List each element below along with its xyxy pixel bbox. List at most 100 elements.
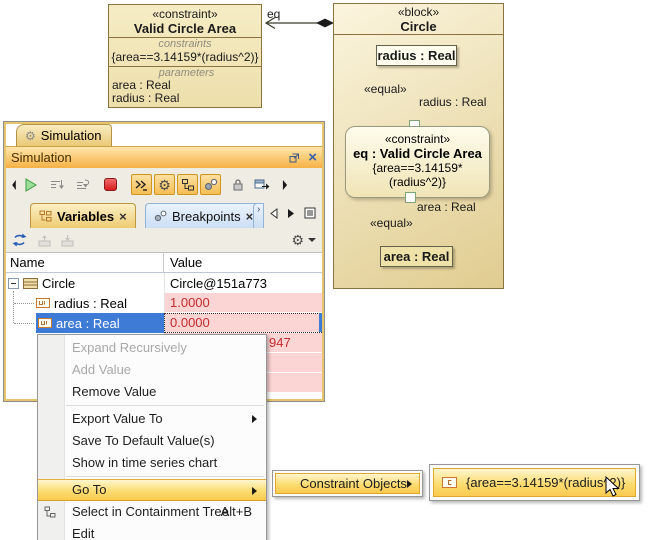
goto-submenu: Constraint Objects — [272, 470, 423, 497]
column-header-name[interactable]: Name — [4, 253, 164, 272]
part-radius[interactable]: radius : Real — [376, 45, 457, 66]
tab-variables[interactable]: Variables × — [30, 203, 136, 228]
open-in-new-window-button[interactable] — [254, 178, 270, 191]
toolbar-more-icon[interactable] — [282, 179, 288, 190]
dock-tab-simulation[interactable]: ⚙ Simulation — [16, 124, 113, 146]
stop-button[interactable] — [104, 178, 117, 191]
selected-row-highlight[interactable]: area : Real — [36, 313, 164, 333]
parameters-compartment-label: parameters — [158, 67, 215, 79]
collapse-expander-icon[interactable] — [8, 277, 19, 289]
import-values-icon — [61, 234, 74, 246]
table-row-circle[interactable]: Circle Circle@151a773 — [4, 273, 324, 293]
gear-icon: ⚙ — [25, 128, 36, 143]
part-area[interactable]: area : Real — [380, 246, 453, 267]
submenu-item-label: {area==3.14159*(radius^2)} — [466, 475, 626, 490]
tab-list-icon[interactable] — [304, 207, 316, 219]
export-values-button[interactable] — [37, 234, 52, 247]
constraint-block-valid-circle-area[interactable]: «constraint» Valid Circle Area constrain… — [108, 4, 262, 108]
value-property-icon — [38, 318, 52, 328]
constraint-object-icon — [442, 477, 457, 488]
stop-icon — [104, 178, 117, 191]
export-values-icon — [38, 234, 51, 246]
table-options-button[interactable]: ⚙ — [291, 233, 316, 247]
menu-item-label: Select in Containment Tree — [72, 504, 229, 519]
menu-separator — [66, 405, 264, 406]
scroll-tabs-right-icon[interactable] — [287, 208, 295, 219]
view-tabs-row: Variables × Breakpoints × › — [4, 201, 324, 228]
tab-partial[interactable]: › — [253, 203, 264, 228]
import-values-button[interactable] — [60, 234, 75, 247]
submenu-item-constraint-objects[interactable]: Constraint Objects — [275, 473, 420, 494]
scroll-tabs-left-icon[interactable] — [270, 207, 278, 219]
lock-button[interactable] — [232, 178, 244, 191]
float-window-icon[interactable] — [289, 153, 300, 163]
selection-edge — [319, 313, 324, 332]
tab-breakpoints-label: Breakpoints — [172, 208, 241, 224]
value-property-icon — [36, 298, 50, 308]
stereotype-label: «constraint» — [152, 7, 218, 21]
constraint-property-name: eq : Valid Circle Area — [353, 146, 482, 161]
tree-connector-line — [14, 303, 34, 304]
constraint-block-header: «constraint» Valid Circle Area — [109, 5, 261, 38]
row-value[interactable]: Circle@151a773 — [164, 273, 324, 293]
toggle-console-button[interactable] — [131, 174, 152, 195]
column-header-value[interactable]: Value — [170, 255, 203, 270]
menu-item-select-in-containment-tree[interactable]: Select in Containment Tree Alt+B — [38, 501, 266, 523]
submenu-arrow-icon — [252, 415, 257, 423]
row-value-focused[interactable]: 0.0000 — [164, 313, 324, 333]
table-row-radius[interactable]: radius : Real 1.0000 — [4, 293, 324, 313]
tab-variables-close-icon[interactable]: × — [119, 208, 127, 224]
step-into-button[interactable] — [49, 178, 66, 192]
run-button[interactable] — [24, 177, 37, 192]
simulation-titlebar[interactable]: Simulation × — [4, 146, 324, 168]
tree-connector-line — [14, 323, 34, 324]
console-icon — [135, 179, 147, 191]
submenu-item-label: Constraint Objects — [300, 476, 407, 491]
tab-scroll-buttons — [270, 207, 316, 219]
close-icon[interactable]: × — [308, 149, 317, 166]
menu-item-export-value-to[interactable]: Export Value To — [38, 408, 266, 430]
table-header: Name Value — [4, 253, 324, 273]
refresh-button[interactable] — [12, 233, 27, 247]
constraint-property-eq[interactable]: «constraint» eq : Valid Circle Area {are… — [345, 126, 490, 198]
play-icon — [25, 177, 37, 192]
menu-item-save-to-default[interactable]: Save To Default Value(s) — [72, 433, 215, 448]
toggle-breakpoints-button[interactable] — [200, 174, 221, 195]
tab-breakpoints[interactable]: Breakpoints × — [145, 203, 263, 228]
menu-item-edit[interactable]: Edit — [72, 526, 95, 540]
mouse-cursor — [605, 476, 620, 497]
submenu-item-constraint-expression[interactable]: {area==3.14159*(radius^2)} — [433, 468, 636, 497]
row-label: radius : Real — [54, 295, 127, 311]
constraint-parameter-port-area[interactable] — [405, 192, 416, 203]
stereotype-label: «constraint» — [384, 132, 451, 146]
context-menu: Expand Recursively Add Value Remove Valu… — [37, 334, 267, 540]
menu-item-add-value[interactable]: Add Value — [72, 362, 132, 377]
block-name: Valid Circle Area — [133, 21, 237, 36]
constraint-expression: {area==3.14159*(radius^2)} — [111, 50, 259, 64]
toggle-variables-button[interactable] — [177, 174, 198, 195]
menu-item-label: Go To — [72, 482, 107, 497]
equal-stereotype-bottom: «equal» — [370, 216, 413, 230]
submenu-arrow-icon — [407, 480, 412, 488]
step-over-button[interactable] — [75, 178, 92, 192]
menu-item-go-to[interactable]: Go To — [38, 479, 266, 501]
dropdown-arrow-icon — [308, 238, 316, 242]
row-label: area : Real — [56, 315, 120, 331]
row-value[interactable]: 1.0000 — [164, 293, 324, 313]
menu-item-expand-recursively[interactable]: Expand Recursively — [72, 340, 187, 355]
dock-tab-label: Simulation — [40, 128, 102, 143]
lock-icon — [233, 179, 243, 191]
menu-item-show-in-time-series[interactable]: Show in time series chart — [72, 455, 218, 470]
toggle-settings-button[interactable]: ⚙ — [154, 174, 175, 195]
constraint-property-expression: {area==3.14159*(radius^2)} — [372, 161, 463, 189]
toolbar-handle-icon[interactable] — [12, 179, 16, 190]
variables-tree-icon — [39, 210, 52, 222]
tree-connector-line — [13, 291, 14, 323]
constraint-objects-submenu: {area==3.14159*(radius^2)} — [429, 464, 640, 501]
parameters-compartment: parameters area : Real radius : Real — [109, 67, 261, 105]
constraints-compartment-label: constraints — [158, 38, 212, 50]
table-row-area-selected[interactable]: area : Real 0.0000 — [4, 313, 324, 333]
menu-item-remove-value[interactable]: Remove Value — [72, 384, 157, 399]
tab-breakpoints-close-icon[interactable]: × — [245, 208, 254, 224]
